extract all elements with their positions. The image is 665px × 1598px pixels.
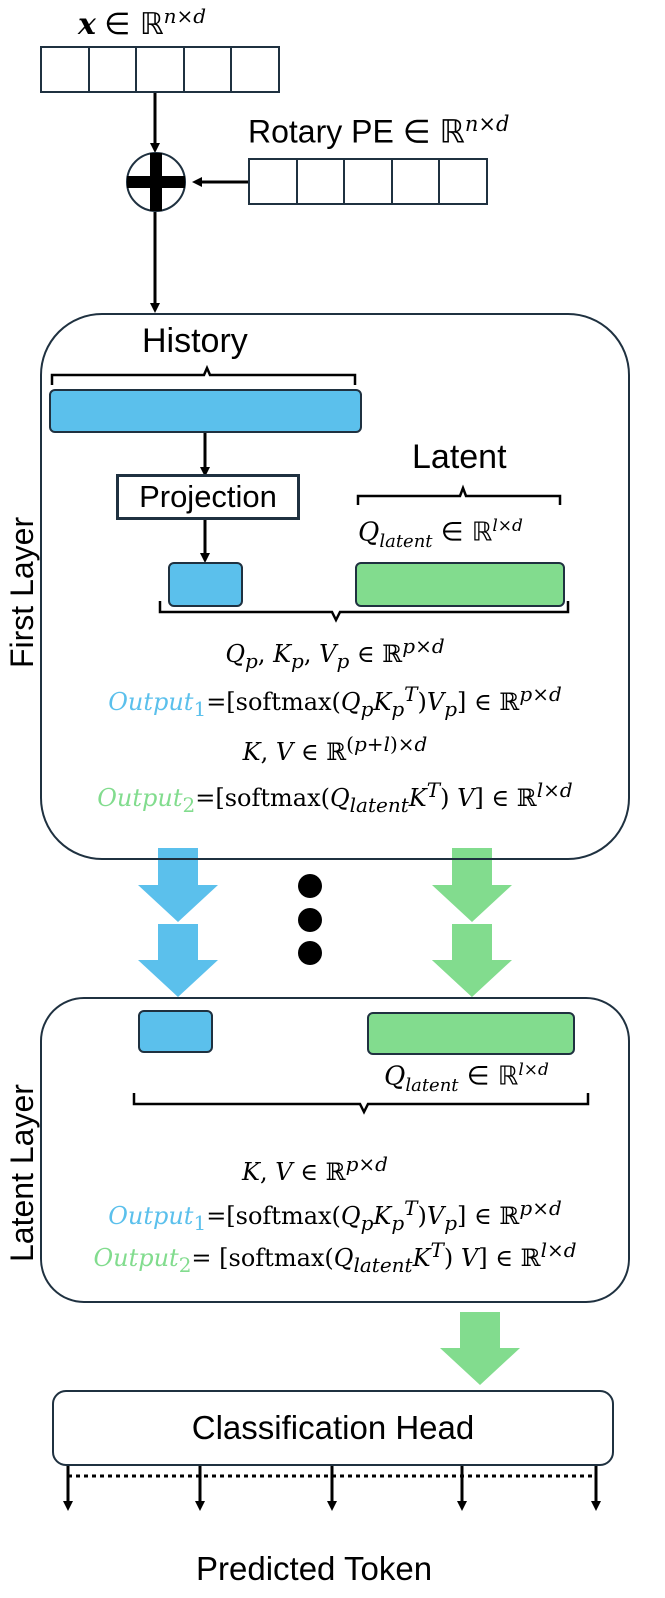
first-layer-combined-brace [158, 601, 570, 623]
ellipsis-dot [298, 941, 322, 965]
eq-output-1-first: Output1=[softmax(QpKpT)Vp] ∈ ℝp×d [108, 682, 562, 721]
history-label: History [142, 322, 248, 360]
history-brace [50, 364, 357, 385]
q-latent-label-latent: Qlatent ∈ ℝl×d [384, 1060, 549, 1096]
green-to-head-arrow [440, 1312, 520, 1385]
blue-flow-arrow-2 [138, 924, 218, 997]
input-embedding-vector [40, 46, 280, 93]
latent-brace [356, 484, 562, 505]
first-layer-equations: Qp, Kp, Vp ∈ ℝp×d Output1=[softmax(QpKpT… [40, 636, 630, 816]
first-layer-panel [40, 313, 630, 860]
projected-query-bar [168, 562, 243, 607]
latent-layer-equations: K, V ∈ ℝp×d Output1=[softmax(QpKpT)Vp] ∈… [40, 1154, 630, 1277]
rotary-pe-label: Rotary PE ∈ ℝn×d [248, 112, 510, 150]
green-flow-arrow-1 [432, 848, 512, 922]
sum-node-icon [126, 152, 186, 212]
latent-label: Latent [412, 438, 507, 476]
q-latent-label-first: Qlatent ∈ ℝl×d [358, 516, 523, 552]
ellipsis-dot [298, 908, 322, 932]
predicted-token-label: Predicted Token [196, 1550, 433, 1587]
eq-kv-latent: K, V ∈ ℝp×d [242, 1152, 388, 1186]
eq-kv-first: K, V ∈ ℝ(p+l)×d [242, 732, 428, 766]
eq-output-1-latent: Output1=[softmax(QpKpT)Vp] ∈ ℝp×d [108, 1196, 562, 1235]
input-label: x ∈ ℝn×d [78, 4, 207, 42]
blue-flow-arrow-1 [138, 848, 218, 922]
ellipsis-dot [298, 874, 322, 898]
first-layer-label: First Layer [4, 516, 40, 668]
latent-query-bar-first [355, 562, 565, 607]
classification-head-label: Classification Head [191, 1409, 475, 1446]
latent-layer-query-bar [138, 1010, 213, 1053]
projection-label: Projection [139, 479, 277, 514]
history-bar [49, 389, 362, 433]
latent-layer-panel [40, 997, 630, 1303]
projection-box: Projection [116, 474, 300, 520]
eq-qkv-p: Qp, Kp, Vp ∈ ℝp×d [225, 634, 445, 673]
eq-output-2-latent: Output2= [softmax(QlatentKT) V] ∈ ℝl×d [93, 1238, 577, 1277]
latent-query-bar-latent [367, 1012, 575, 1055]
classification-head-box: Classification Head [52, 1390, 614, 1466]
eq-output-2-first: Output2=[softmax(QlatentKT) V] ∈ ℝl×d [97, 778, 573, 817]
latent-layer-brace [132, 1093, 590, 1115]
rotary-pe-vector [248, 158, 488, 205]
